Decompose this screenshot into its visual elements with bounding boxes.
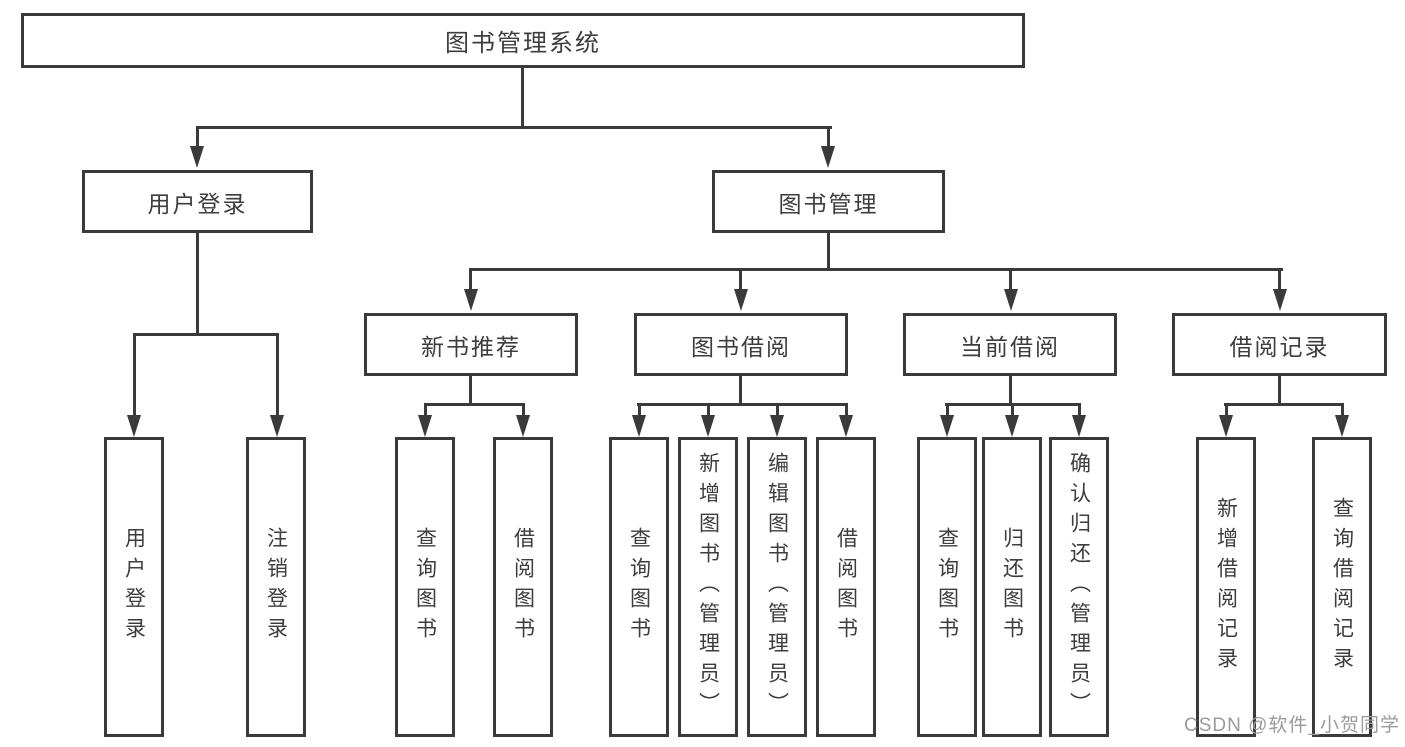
connector-leaf-shaft: [1225, 403, 1228, 417]
arrowhead-leaf: [1072, 415, 1086, 437]
connector-leaf-shaft: [522, 403, 525, 417]
leaf-borrow-books: 借阅图书: [816, 437, 876, 737]
node-new-book-recommendation: 新书推荐: [364, 313, 578, 376]
leaf-confirm-return-admin: 确认归还（管理员）: [1049, 437, 1109, 737]
arrowhead-leaf: [127, 415, 141, 437]
leaf-return-books: 归还图书: [982, 437, 1042, 737]
leaf-query-books-recommend: 查询图书: [395, 437, 455, 737]
arrowhead-leaf: [839, 415, 853, 437]
connector-leaf-shaft: [845, 403, 848, 417]
arrowhead-leaf: [701, 415, 715, 437]
connector-book-borrow-rail: [637, 403, 848, 406]
connector-book-management-stem: [827, 233, 830, 270]
arrowhead-leaf: [940, 415, 954, 437]
arrowhead-leaf: [1005, 415, 1019, 437]
arrowhead-borrowing-records: [1273, 289, 1287, 311]
leaf-query-books-borrowing: 查询图书: [609, 437, 669, 737]
connector-new-book-rail: [424, 403, 525, 406]
arrowhead-new-book-recommendation: [464, 289, 478, 311]
connector-leaf-shaft: [424, 403, 427, 417]
node-user-login: 用户登录: [82, 170, 313, 233]
arrowhead-leaf: [632, 415, 646, 437]
connector-current-borrow-stem: [1009, 376, 1012, 406]
connector-book-management-shaft: [827, 126, 830, 148]
arrowhead-leaf: [516, 415, 530, 437]
arrowhead-leaf: [418, 415, 432, 437]
connector-borrow-records-rail: [1224, 403, 1343, 406]
node-borrowing-records: 借阅记录: [1172, 313, 1387, 376]
connector-leaf-shaft: [276, 333, 279, 417]
connector-leaf-shaft: [133, 333, 136, 417]
arrowhead-book-borrowing: [734, 289, 748, 311]
leaf-query-borrow-record: 查询借阅记录: [1312, 437, 1372, 737]
leaf-query-books-current: 查询图书: [917, 437, 977, 737]
leaf-edit-book-admin: 编辑图书（管理员）: [747, 437, 807, 737]
connector-level3-shaft: [469, 268, 472, 291]
arrowhead-current-borrowing: [1004, 289, 1018, 311]
arrowhead-user-login: [190, 146, 204, 168]
connector-level3-shaft: [1278, 268, 1281, 291]
leaf-borrow-books-recommend: 借阅图书: [493, 437, 553, 737]
node-book-management-system: 图书管理系统: [21, 13, 1025, 68]
connector-borrow-records-stem: [1278, 376, 1281, 406]
arrowhead-leaf: [270, 415, 284, 437]
connector-root-stem: [521, 68, 524, 126]
connector-user-login-shaft: [196, 126, 199, 148]
connector-leaf-shaft: [1078, 403, 1081, 417]
connector-user-login-rail: [133, 333, 279, 336]
arrowhead-book-management: [821, 146, 835, 168]
connector-leaf-shaft: [946, 403, 949, 417]
leaf-add-borrow-record: 新增借阅记录: [1196, 437, 1256, 737]
connector-level3-rail: [469, 268, 1283, 271]
connector-level3-shaft: [1009, 268, 1012, 291]
node-current-borrowing: 当前借阅: [903, 313, 1117, 376]
connector-leaf-shaft: [776, 403, 779, 417]
connector-user-login-stem: [196, 233, 199, 336]
connector-leaf-shaft: [707, 403, 710, 417]
connector-leaf-shaft: [638, 403, 641, 417]
leaf-user-login: 用户登录: [104, 437, 164, 737]
connector-new-book-stem: [469, 376, 472, 406]
csdn-watermark: CSDN @软件_小贺同学: [1184, 715, 1400, 736]
arrowhead-leaf: [770, 415, 784, 437]
node-book-management: 图书管理: [712, 170, 945, 233]
node-book-borrowing: 图书借阅: [634, 313, 848, 376]
connector-leaf-shaft: [1341, 403, 1344, 417]
arrowhead-leaf: [1219, 415, 1233, 437]
arrowhead-leaf: [1335, 415, 1349, 437]
connector-book-borrow-stem: [739, 376, 742, 406]
connector-leaf-shaft: [1011, 403, 1014, 417]
connector-level3-shaft: [739, 268, 742, 291]
connector-level2-rail: [196, 126, 832, 129]
leaf-add-book-admin: 新增图书（管理员）: [678, 437, 738, 737]
leaf-logout: 注销登录: [246, 437, 306, 737]
